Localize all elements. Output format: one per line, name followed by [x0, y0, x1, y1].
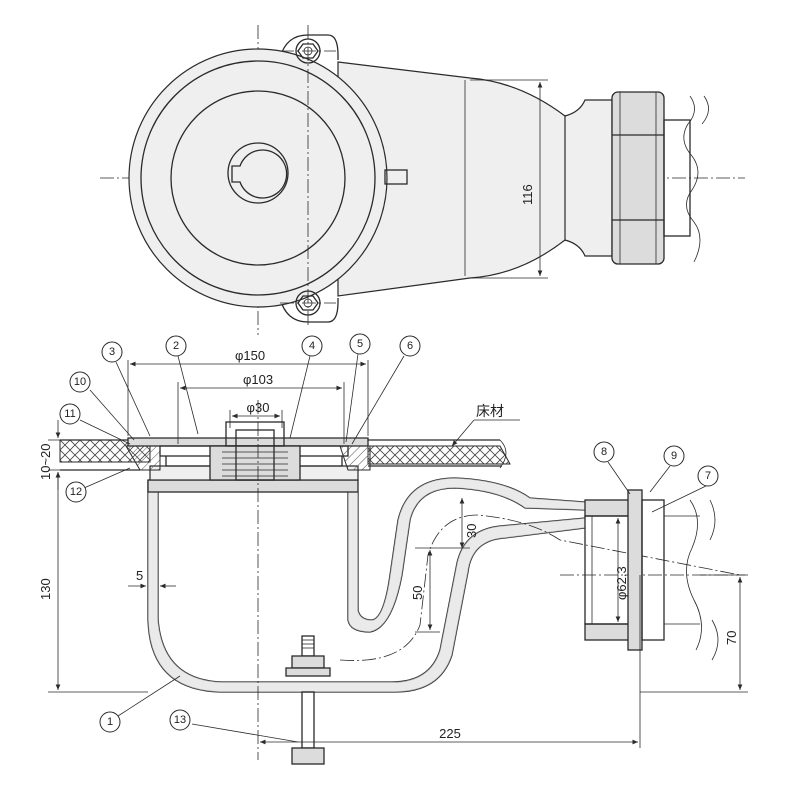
- svg-text:8: 8: [601, 446, 607, 458]
- svg-text:3: 3: [109, 346, 115, 358]
- dim-130: 130: [38, 578, 53, 600]
- dim-seal-30: 30: [464, 524, 479, 538]
- svg-text:4: 4: [309, 340, 315, 352]
- callouts: 1 2 3 4 5 6 7 8 9 10 11 12 13: [59, 333, 719, 743]
- dim-116: 116: [520, 184, 535, 205]
- dim-dia-150: φ150: [235, 348, 265, 363]
- dim-225: 225: [439, 726, 461, 741]
- callout-2: 2: [165, 335, 187, 357]
- svg-text:5: 5: [357, 338, 363, 350]
- callout-7: 7: [697, 465, 719, 487]
- callout-1: 1: [99, 711, 121, 733]
- section-view: φ150 φ103 φ30 10~20 130 5 30 50 φ: [38, 333, 748, 765]
- svg-text:2: 2: [173, 340, 179, 352]
- svg-text:12: 12: [70, 486, 82, 498]
- strainer-rings: [222, 451, 288, 477]
- floor-material-label: 床材: [476, 403, 504, 419]
- svg-text:6: 6: [407, 340, 413, 352]
- svg-text:13: 13: [174, 714, 186, 726]
- dim-dia-30: φ30: [247, 400, 270, 415]
- plan-view: 116: [100, 25, 745, 335]
- callout-8: 8: [593, 441, 615, 463]
- dim-wall-5: 5: [136, 568, 143, 583]
- dim-dia-103: φ103: [243, 372, 273, 387]
- svg-text:11: 11: [64, 408, 75, 420]
- svg-text:10: 10: [74, 376, 86, 388]
- callout-11: 11: [59, 403, 81, 425]
- callout-5: 5: [349, 333, 371, 355]
- callout-6: 6: [399, 335, 421, 357]
- callout-4: 4: [301, 335, 323, 357]
- dim-seal-50: 50: [410, 586, 425, 600]
- dim-70: 70: [724, 631, 739, 645]
- callout-9: 9: [663, 445, 685, 467]
- dim-floor-thickness: 10~20: [38, 443, 53, 480]
- svg-text:7: 7: [705, 470, 711, 482]
- callout-13: 13: [169, 709, 191, 731]
- svg-text:9: 9: [671, 450, 677, 462]
- callout-12: 12: [65, 481, 87, 503]
- callout-3: 3: [101, 341, 123, 363]
- svg-text:1: 1: [107, 716, 113, 728]
- callout-10: 10: [69, 371, 91, 393]
- dim-dia-62-3: φ62.3: [614, 566, 629, 600]
